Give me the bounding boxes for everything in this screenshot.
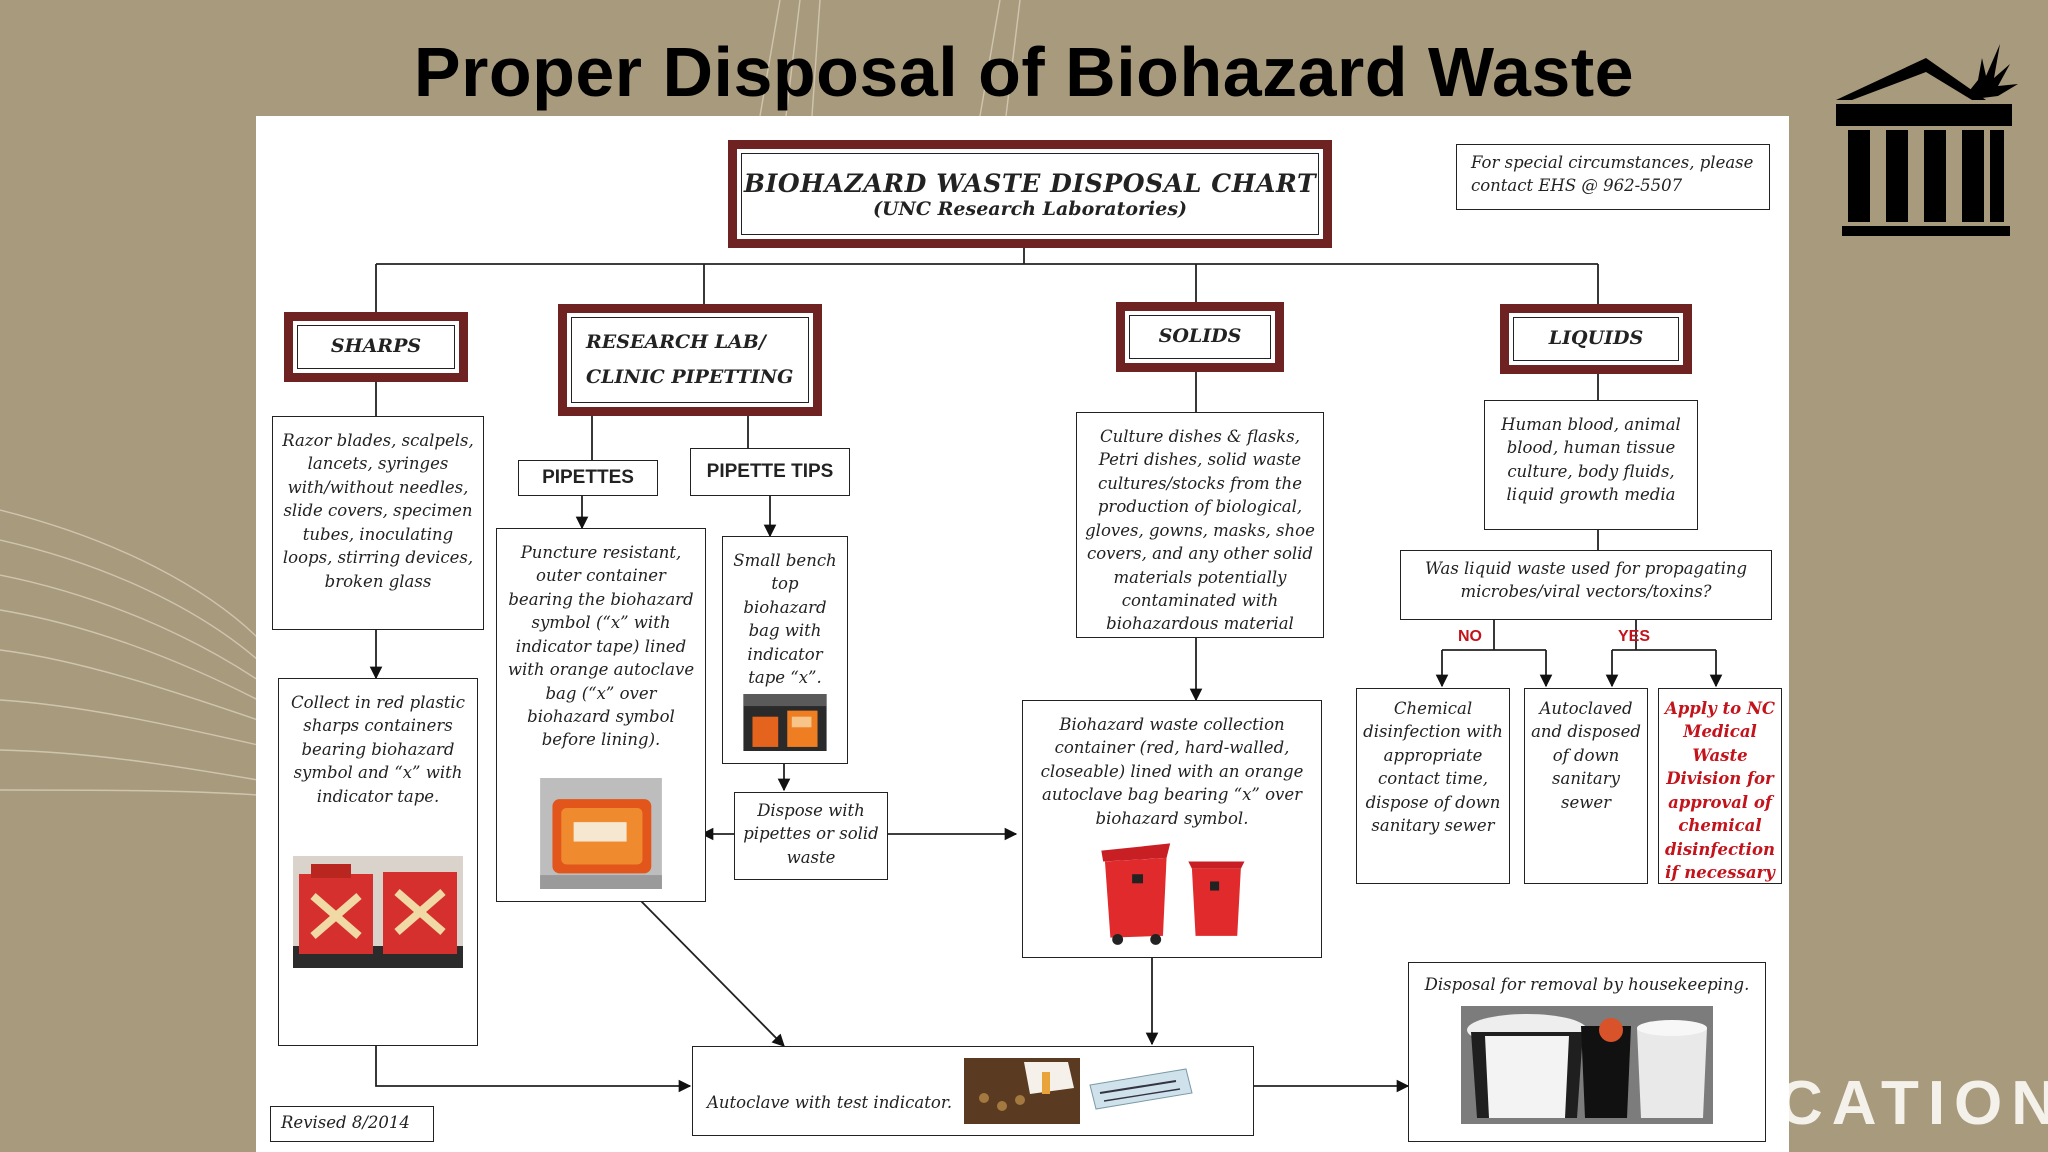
liquids-question: Was liquid waste used for propagating mi… <box>1400 550 1772 620</box>
category-sharps: SHARPS <box>284 312 468 382</box>
no-label: NO <box>1458 628 1482 645</box>
bench-top-bag-image <box>743 693 827 751</box>
red-sharps-containers-image <box>293 856 463 969</box>
pipettes-label: PIPETTES <box>518 460 658 496</box>
solids-collection-text: Biohazard waste collection container (re… <box>1040 715 1304 828</box>
pipette-tips-description: Small bench top biohazard bag with indic… <box>733 551 837 688</box>
housekeeping-box: Disposal for removal by housekeeping. <box>1408 962 1766 1142</box>
category-liquids: LIQUIDS <box>1500 304 1692 374</box>
red-collection-bins-image <box>1101 843 1245 945</box>
yes-label: YES <box>1618 628 1651 645</box>
chart-title-box: BIOHAZARD WASTE DISPOSAL CHART (UNC Rese… <box>728 140 1332 248</box>
solids-description: Culture dishes & flasks, Petri dishes, s… <box>1076 412 1324 638</box>
category-research-line2: CLINIC PIPETTING <box>586 366 794 388</box>
liquids-description: Human blood, animal blood, human tissue … <box>1484 400 1698 530</box>
category-solids: SOLIDS <box>1116 302 1284 372</box>
autoclave-indicator-image <box>964 1058 1081 1124</box>
category-sharps-label: SHARPS <box>330 335 422 358</box>
chart-subtitle: (UNC Research Laboratories) <box>872 197 1188 220</box>
revised-date: Revised 8/2014 <box>270 1106 434 1142</box>
chemical-disinfection-box: Chemical disinfection with appropriate c… <box>1356 688 1510 884</box>
pipette-tips-dispose: Dispose with pipettes or solid waste <box>734 792 888 880</box>
pipette-tips-box: Small bench top biohazard bag with indic… <box>722 536 848 764</box>
slide-title: Proper Disposal of Biohazard Waste <box>413 33 1635 111</box>
brand-text: CATION <box>1778 1069 2048 1138</box>
disposal-chart: BIOHAZARD WASTE DISPOSAL CHART (UNC Rese… <box>256 116 1789 1152</box>
apply-nc-medical-waste-box: Apply to NC Medical Waste Division for a… <box>1658 688 1782 884</box>
autoclave-text: Autoclave with test indicator. <box>707 1093 953 1113</box>
pipette-container-image <box>540 777 662 889</box>
category-solids-label: SOLIDS <box>1158 325 1242 348</box>
test-indicator-strips-image <box>1084 1063 1199 1119</box>
pipettes-description-box: Puncture resistant, outer container bear… <box>496 528 706 902</box>
university-building-logo-icon <box>1836 44 2018 236</box>
sharps-collect-box: Collect in red plastic sharps containers… <box>278 678 478 1046</box>
sharps-description: Razor blades, scalpels, lancets, syringe… <box>272 416 484 630</box>
category-research-lab: RESEARCH LAB/ CLINIC PIPETTING <box>558 304 822 416</box>
housekeeping-text: Disposal for removal by housekeeping. <box>1424 975 1750 994</box>
pipette-tips-label: PIPETTE TIPS <box>690 448 850 496</box>
category-research-line1: RESEARCH LAB/ <box>586 330 766 353</box>
solids-collection-box: Biohazard waste collection container (re… <box>1022 700 1322 958</box>
autoclave-box: Autoclave with test indicator. <box>692 1046 1254 1136</box>
waste-bins-image <box>1461 1006 1713 1125</box>
sharps-collect-text: Collect in red plastic sharps containers… <box>291 693 465 806</box>
category-liquids-label: LIQUIDS <box>1548 327 1644 350</box>
flow-connectors <box>369 248 1723 1093</box>
contact-note: For special circumstances, please contac… <box>1456 144 1770 210</box>
pipettes-description: Puncture resistant, outer container bear… <box>507 543 695 750</box>
autoclaved-sewer-box: Autoclaved and disposed of down sanitary… <box>1524 688 1648 884</box>
chart-title: BIOHAZARD WASTE DISPOSAL CHART <box>743 168 1317 198</box>
